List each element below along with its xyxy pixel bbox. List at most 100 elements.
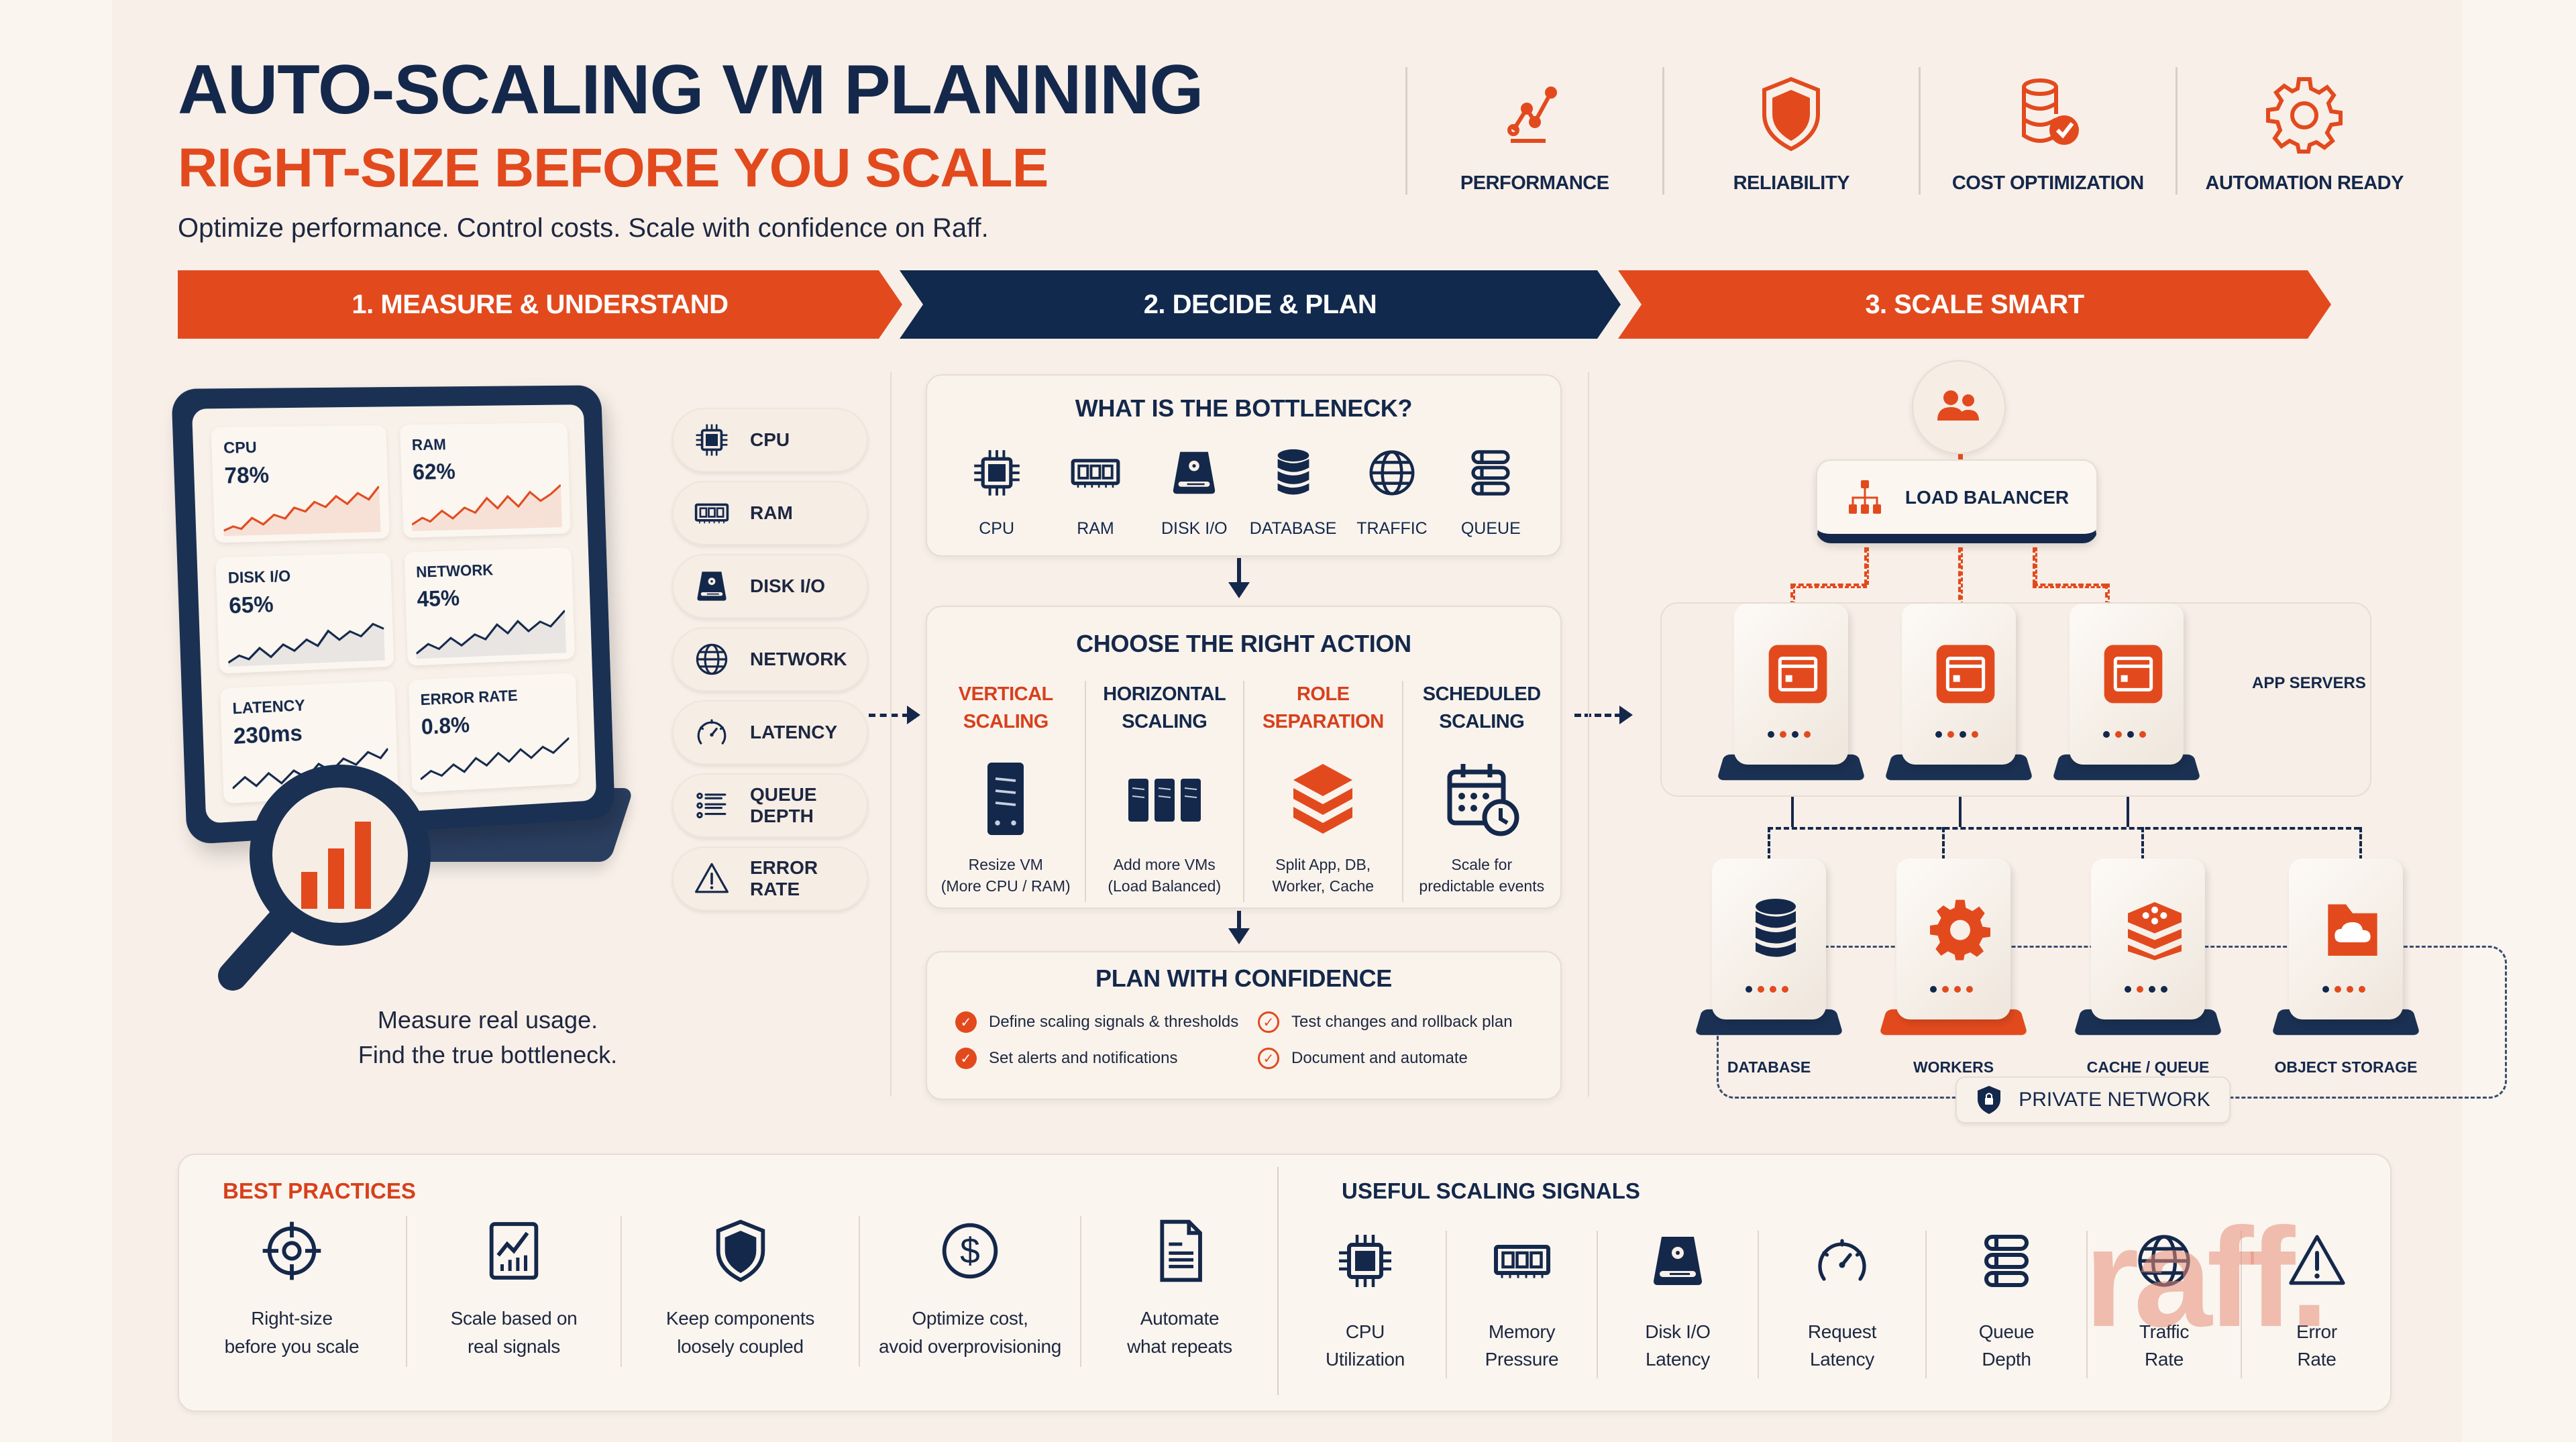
action-description: Split App, DB,Worker, Cache	[1272, 854, 1374, 897]
bottleneck-panel: WHAT IS THE BOTTLENECK? CPU RAM DISK I/O…	[926, 374, 1562, 557]
metric-card-value: 78%	[224, 461, 376, 490]
server-body	[2289, 858, 2403, 1019]
value-pillars: PERFORMANCE RELIABILITY COST OPTIMIZATIO…	[1405, 67, 2432, 195]
servers-icon	[1124, 759, 1205, 839]
metric-card-label: CPU	[223, 437, 376, 458]
database-node: DATABASE	[1699, 858, 1839, 1053]
queue-icon	[1464, 447, 1517, 499]
best-practices-list: Right-sizebefore you scale Scale based o…	[178, 1216, 1278, 1367]
globe-icon	[1366, 447, 1418, 499]
plan-item: ✓Set alerts and notifications	[955, 1048, 1258, 1069]
status-leds	[1930, 986, 1973, 993]
page-subtitle: RIGHT-SIZE BEFORE YOU SCALE	[178, 141, 1048, 196]
document-icon	[1146, 1217, 1214, 1284]
check-outline-icon: ✓	[1258, 1048, 1279, 1069]
check-icon: ✓	[955, 1011, 977, 1033]
metric-card-label: LATENCY	[232, 693, 384, 718]
bottleneck-items: CPU RAM DISK I/O DATABASE TRAFFIC QUEUE	[927, 447, 1560, 539]
metric-pill-latency: LATENCY	[672, 700, 868, 765]
warning-icon	[694, 861, 730, 897]
layers-icon	[1283, 759, 1363, 839]
action-role-separation: ROLESEPARATION Split App, DB,Worker, Cac…	[1243, 681, 1402, 902]
magnifier-icon	[186, 755, 454, 1009]
folder-cloud-icon	[2319, 895, 2386, 962]
metric-pill-disk-io: DISK I/O	[672, 554, 868, 618]
arrow-down-icon	[1228, 928, 1250, 944]
connector-line	[1864, 547, 1869, 585]
connector-line	[2141, 827, 2144, 861]
metric-card-label: ERROR RATE	[420, 685, 566, 710]
connector-bus	[1768, 827, 2359, 830]
signal-item: RequestLatency	[1758, 1231, 1925, 1378]
disk-icon	[694, 568, 730, 604]
action-vertical-scaling: VERTICALSCALING Resize VM(More CPU / RAM…	[927, 681, 1085, 902]
load-balancer-label: LOAD BALANCER	[1905, 487, 2069, 508]
best-practice-text: Keep componentsloosely coupled	[666, 1305, 814, 1361]
bottleneck-database: DATABASE	[1250, 447, 1337, 539]
pill-label: ERROR RATE	[750, 857, 867, 900]
pillar-label: PERFORMANCE	[1460, 172, 1609, 195]
database-icon	[1742, 895, 1809, 962]
best-practice-item: Right-sizebefore you scale	[178, 1216, 406, 1367]
metric-card-label: NETWORK	[416, 559, 561, 582]
metric-pill-list: CPU RAM DISK I/O NETWORK LATENCY QUEUE D…	[672, 408, 868, 920]
connector-line	[1791, 797, 1794, 827]
bottleneck-label: TRAFFIC	[1356, 519, 1428, 539]
gauge-icon	[694, 714, 730, 751]
connector-line	[2127, 797, 2129, 827]
signal-text: Disk I/OLatency	[1645, 1318, 1710, 1373]
disk-icon	[1168, 447, 1220, 499]
cpu-icon	[694, 422, 730, 458]
gear-icon	[2264, 74, 2345, 154]
best-practice-text: Scale based onreal signals	[451, 1305, 578, 1361]
raff-watermark-logo: raff.	[2084, 1207, 2324, 1348]
step-1-measure: 1. MEASURE & UNDERSTAND	[178, 270, 902, 339]
server-body	[1896, 858, 2010, 1019]
connector-line	[1768, 827, 1770, 861]
sparkline-icon	[411, 483, 562, 532]
metric-card-label: RAM	[411, 435, 557, 455]
metric-pill-queue-depth: QUEUE DEPTH	[672, 773, 868, 838]
metric-card-ram: RAM 62%	[400, 423, 571, 538]
status-leds	[1768, 731, 1811, 738]
bottleneck-traffic: TRAFFIC	[1348, 447, 1436, 539]
step-2-decide: 2. DECIDE & PLAN	[900, 270, 1621, 339]
connector-line	[2033, 584, 2106, 588]
app-window-icon	[1764, 641, 1831, 708]
users-node	[1912, 360, 2006, 454]
signal-item: CPUUtilization	[1285, 1231, 1446, 1378]
sparkline-icon	[415, 608, 567, 659]
signal-text: CPUUtilization	[1326, 1318, 1405, 1373]
tagline: Optimize performance. Control costs. Sca…	[178, 213, 989, 243]
connector-line	[1942, 827, 1945, 861]
app-server-node	[1721, 604, 1862, 798]
pillar-label: RELIABILITY	[1733, 172, 1849, 195]
private-network-badge: PRIVATE NETWORK	[1955, 1076, 2231, 1123]
arrow-down-icon	[1228, 582, 1250, 598]
action-title: SCHEDULEDSCALING	[1423, 681, 1541, 736]
pill-label: RAM	[750, 502, 793, 524]
users-icon	[1932, 387, 1986, 427]
arrow-right-icon	[907, 706, 920, 724]
best-practice-text: Automatewhat repeats	[1127, 1305, 1232, 1361]
check-icon: ✓	[955, 1048, 977, 1069]
infographic-canvas: AUTO-SCALING VM PLANNING RIGHT-SIZE BEFO…	[112, 0, 2462, 1442]
panel-title: WHAT IS THE BOTTLENECK?	[927, 394, 1560, 423]
connector-line	[2033, 547, 2037, 585]
action-scheduled-scaling: SCHEDULEDSCALING Scale forpredictable ev…	[1402, 681, 1561, 902]
best-practices-title: BEST PRACTICES	[223, 1178, 416, 1204]
bottleneck-label: CPU	[979, 519, 1014, 539]
connector-arrow-line	[869, 714, 909, 717]
sparkline-icon	[222, 486, 380, 536]
best-practice-item: Scale based onreal signals	[406, 1216, 621, 1367]
ram-icon	[1069, 447, 1122, 499]
plan-checklist: ✓Define scaling signals & thresholds ✓Te…	[927, 993, 1560, 1069]
arrow-right-icon	[1619, 706, 1633, 724]
pillar-performance: PERFORMANCE	[1405, 67, 1662, 195]
target-icon	[258, 1217, 325, 1284]
bottleneck-label: RAM	[1077, 519, 1114, 539]
best-practice-item: Keep componentsloosely coupled	[621, 1216, 859, 1367]
actions-panel: CHOOSE THE RIGHT ACTION VERTICALSCALING …	[926, 606, 1562, 909]
connector-line	[1959, 797, 1962, 827]
status-leds	[2103, 731, 2146, 738]
